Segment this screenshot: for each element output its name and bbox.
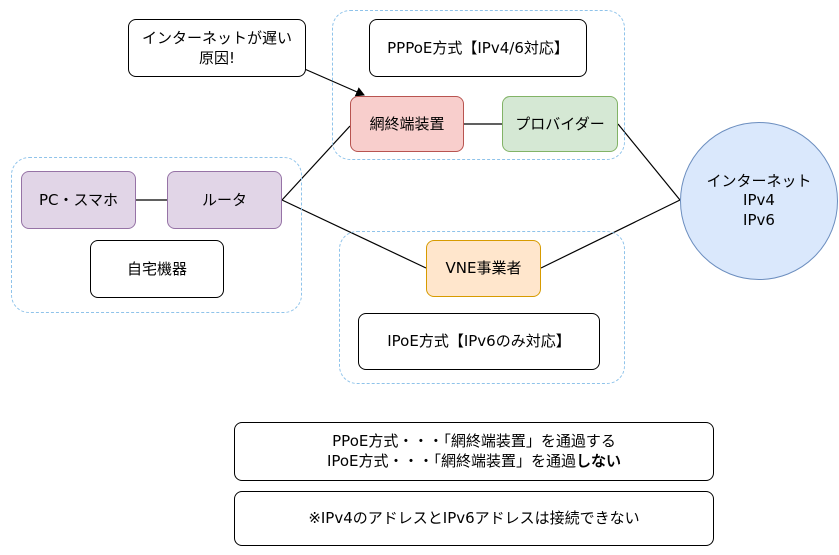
group-pppoe (332, 10, 625, 160)
node-pc-label: PC・スマホ (38, 190, 119, 209)
note-ipv4-ipv6-text: ※IPv4のアドレスとIPv6アドレスは接続できない (308, 509, 640, 528)
callout-box: インターネットが遅い 原因! (128, 19, 306, 77)
node-internet: インターネット IPv4 IPv6 (680, 122, 838, 280)
note-line-pppoe: PPoE方式・・・「網終端装置」を通過する (332, 432, 616, 450)
node-ntu-label: 網終端装置 (369, 114, 445, 133)
pppoe-label: PPPoE方式【IPv4/6対応】 (369, 19, 587, 77)
node-provider: プロバイダー (502, 96, 618, 152)
note-line-ipoe-prefix: IPoE方式・・・「網終端装置」を通過 (326, 451, 577, 470)
internet-ipv4: IPv4 (743, 191, 775, 210)
group-ipoe (339, 231, 625, 384)
node-provider-label: プロバイダー (515, 114, 605, 133)
pppoe-label-text: PPPoE方式【IPv4/6対応】 (387, 38, 569, 57)
edge-router-ntu (281, 125, 351, 201)
node-ntu: 網終端装置 (350, 96, 464, 152)
node-router-label: ルータ (201, 190, 247, 209)
note-pass-through: PPoE方式・・・「網終端装置」を通過する IPoE方式・・・「網終端装置」を通… (234, 422, 714, 481)
node-router: ルータ (167, 171, 282, 229)
node-vne: VNE事業者 (426, 240, 541, 297)
ipoe-label: IPoE方式【IPv6のみ対応】 (358, 313, 600, 370)
node-home-label: 自宅機器 (126, 259, 187, 278)
callout-line2: 原因! (198, 49, 235, 67)
note-ipv4-ipv6: ※IPv4のアドレスとIPv6アドレスは接続できない (234, 491, 714, 546)
node-pc: PC・スマホ (21, 171, 136, 229)
ipoe-label-text: IPoE方式【IPv6のみ対応】 (387, 332, 571, 351)
callout-line1: インターネットが遅い (141, 28, 292, 47)
node-home-equipment: 自宅機器 (90, 240, 224, 298)
internet-title: インターネット (706, 171, 812, 190)
note-line-ipoe-bold: しない (576, 451, 622, 470)
note-line-ipoe: IPoE方式・・・「網終端装置」を通過しない (327, 452, 621, 472)
internet-ipv6: IPv6 (743, 210, 775, 229)
edge-provider-internet (617, 123, 681, 201)
node-vne-label: VNE事業者 (445, 259, 522, 278)
group-home (11, 157, 302, 313)
